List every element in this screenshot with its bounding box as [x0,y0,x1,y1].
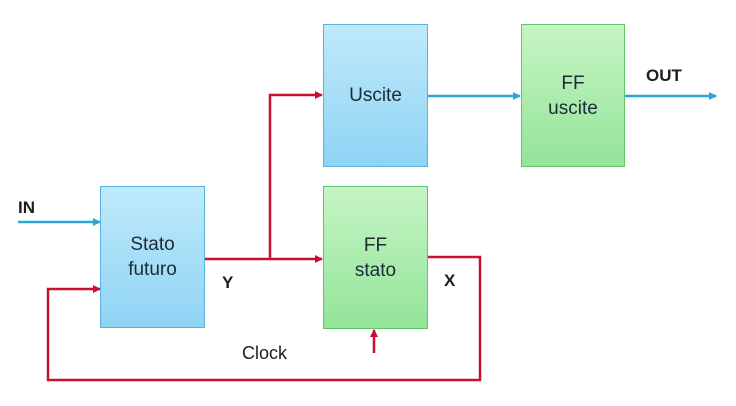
y-label: Y [222,273,234,292]
stato-futuro-block: Stato futuro [100,186,205,328]
x-label: X [444,271,456,290]
ff-uscite-line-2: uscite [548,97,598,119]
uscite-block: Uscite [323,24,428,167]
clock-label: Clock [242,343,288,363]
uscite-label: Uscite [349,85,402,106]
stato-futuro-line-1: Stato [130,234,175,255]
out-label: OUT [646,66,682,85]
ff-uscite-line-1: FF [561,72,585,94]
ff-stato-block: FF stato [323,186,428,329]
y-to-uscite-arrow [268,91,323,259]
x-feedback-arrow [46,255,482,382]
ff-stato-line-2: stato [354,259,397,281]
in-label: IN [18,198,35,217]
ff-uscite-block: FF uscite [521,24,625,167]
ff-stato-line-1: FF [363,234,388,256]
stato-futuro-line-2: futuro [128,259,177,280]
